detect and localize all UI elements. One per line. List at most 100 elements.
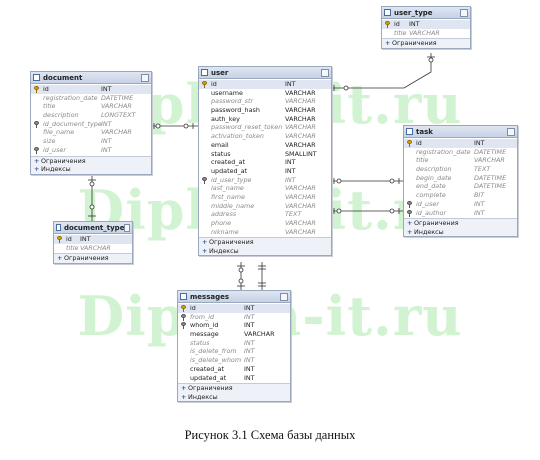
table-options-icon[interactable]	[141, 73, 149, 82]
section-indexes[interactable]: +Индексы	[31, 165, 151, 174]
table-options-icon[interactable]	[124, 223, 130, 232]
column-name: id	[211, 80, 217, 88]
foreign-key-icon	[407, 200, 412, 208]
column-name: status	[190, 338, 210, 347]
expand-icon[interactable]: +	[181, 392, 187, 401]
column-name: description	[416, 165, 452, 174]
column-type: INT	[474, 139, 485, 147]
expand-icon[interactable]: +	[34, 156, 40, 165]
section-constraints[interactable]: +Ограничения	[178, 384, 290, 393]
table-header: user_type	[382, 7, 470, 19]
column-name: nikname	[211, 227, 239, 236]
table-options-icon[interactable]	[507, 127, 515, 136]
column-row[interactable]: description TEXT	[404, 165, 517, 174]
section-indexes[interactable]: +Индексы	[178, 393, 290, 402]
primary-key-icon	[181, 305, 186, 312]
section-constraints[interactable]: +Ограничения	[382, 39, 470, 48]
section-constraints[interactable]: +Ограничения	[54, 254, 132, 263]
expand-icon[interactable]: +	[57, 254, 63, 263]
expand-icon[interactable]: +	[181, 384, 187, 393]
column-type: VARCHAR	[101, 102, 132, 111]
section-indexes[interactable]: +Индексы	[404, 228, 517, 237]
column-type: INT	[244, 356, 255, 365]
column-type: TEXT	[474, 165, 491, 174]
expand-icon[interactable]: +	[407, 227, 413, 236]
table-options-icon[interactable]	[321, 68, 329, 77]
expand-icon[interactable]: +	[202, 246, 208, 255]
column-name: whom_id	[190, 321, 219, 330]
column-type: VARCHAR	[101, 128, 132, 137]
table-options-icon[interactable]	[280, 292, 288, 301]
table-header: user	[199, 67, 331, 79]
column-type: INT	[101, 85, 112, 93]
section-constraints[interactable]: +Ограничения	[404, 219, 517, 228]
expand-icon[interactable]: +	[34, 165, 40, 173]
column-type: VARCHAR	[285, 219, 316, 227]
section-constraints[interactable]: +Ограничения	[31, 157, 151, 166]
expand-icon[interactable]: +	[407, 219, 413, 228]
table-title: user	[211, 68, 229, 77]
section-indexes[interactable]: +Индексы	[199, 247, 331, 256]
section-constraints[interactable]: +Ограничения	[199, 238, 331, 247]
column-type: DATETIME	[474, 173, 507, 182]
expand-icon[interactable]: +	[385, 39, 391, 48]
expand-icon[interactable]: +	[202, 238, 208, 247]
table-header: messages	[178, 291, 290, 303]
table-options-icon[interactable]	[460, 8, 468, 17]
